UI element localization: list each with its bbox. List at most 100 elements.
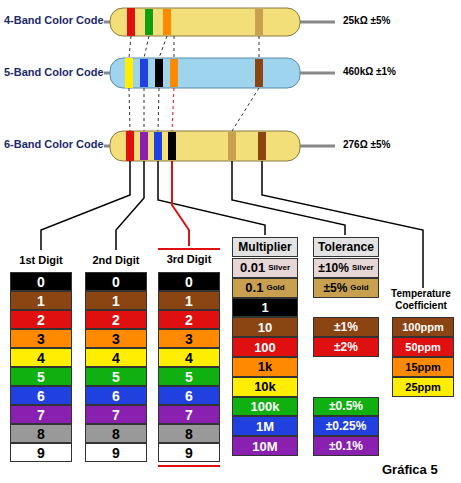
cell-value: Multiplier (238, 240, 291, 254)
column-header: 3rd Digit (158, 253, 220, 265)
color-cell: ±10%Silver (313, 258, 379, 278)
cell-value: 1 (112, 293, 120, 309)
cell-value: 2 (37, 312, 45, 328)
color-cell: 8 (10, 424, 72, 443)
color-cell: ±5%Gold (313, 278, 379, 298)
color-cell: 25ppm (392, 377, 454, 397)
color-cell: 7 (85, 405, 147, 424)
cell-value: 7 (112, 407, 120, 423)
cell-value: 2 (112, 312, 120, 328)
cell-note: Silver (352, 263, 374, 272)
cell-value: 9 (112, 445, 120, 461)
color-cell: 10k (232, 377, 298, 397)
cell-value: 0 (37, 274, 45, 290)
cell-value: 10M (252, 439, 277, 454)
cell-value: 1 (261, 300, 268, 315)
cell-note: Silver (268, 263, 290, 272)
cell-value: 0.01 (240, 260, 265, 275)
cell-value: 0 (112, 274, 120, 290)
cell-value: 100ppm (402, 321, 444, 333)
cell-value: 15ppm (405, 361, 440, 373)
color-cell: 1 (232, 298, 298, 318)
cell-value: 7 (37, 407, 45, 423)
cell-value: ±10% (318, 261, 349, 275)
cell-value: 2 (185, 312, 193, 328)
cell-value: 9 (37, 445, 45, 461)
color-cell: 7 (158, 405, 220, 424)
column-header: 1st Digit (10, 254, 72, 266)
resistor-title: 6-Band Color Code (4, 138, 104, 150)
color-cell: 3 (85, 329, 147, 348)
dashed-guides (129, 36, 259, 131)
cell-value: 5 (37, 369, 45, 385)
color-cell: 9 (10, 443, 72, 462)
color-cell: 10M (232, 436, 298, 456)
color-cell: 50ppm (392, 337, 454, 357)
cell-value: 1k (258, 359, 272, 374)
cell-value: 4 (112, 350, 120, 366)
color-cell: 10 (232, 317, 298, 337)
color-cell: 5 (158, 367, 220, 386)
color-cell: 0.01Silver (232, 258, 298, 278)
color-cell: 2 (85, 310, 147, 329)
color-cell: ±1% (313, 317, 379, 337)
resistor-leads (104, 22, 335, 146)
color-cell: 100k (232, 397, 298, 417)
resistor-title: 4-Band Color Code (4, 14, 104, 26)
color-cell: 1 (10, 291, 72, 310)
resistor-value: 25kΩ ±5% (343, 15, 390, 26)
color-cell: 3 (10, 329, 72, 348)
color-cell: 9 (158, 443, 220, 462)
cell-value: 5 (112, 369, 120, 385)
cell-value: 0 (185, 274, 193, 290)
resistor-value: 460kΩ ±1% (343, 66, 396, 77)
cell-value: ±0.1% (329, 439, 363, 453)
cell-value: 7 (185, 407, 193, 423)
cell-value: 1M (256, 419, 274, 434)
cell-value: 8 (37, 426, 45, 442)
color-cell: ±0.5% (313, 397, 379, 417)
color-cell: 6 (85, 386, 147, 405)
column-header: 2nd Digit (85, 254, 147, 266)
color-cell: 100 (232, 337, 298, 357)
cell-note: Gold (266, 283, 284, 292)
color-cell: 3 (158, 329, 220, 348)
color-cell: ±2% (313, 337, 379, 357)
color-cell: 6 (158, 386, 220, 405)
cell-value: ±1% (334, 320, 358, 334)
cell-value: Tolerance (318, 240, 374, 254)
color-cell: 4 (158, 348, 220, 367)
color-cell: 1 (85, 291, 147, 310)
leader-lines (41, 161, 423, 466)
color-cell: 15ppm (392, 357, 454, 377)
resistor-value: 276Ω ±5% (343, 139, 390, 150)
color-bands (125, 8, 266, 161)
cell-value: ±5% (323, 281, 347, 295)
color-cell: 100ppm (392, 317, 454, 337)
color-cell: 0 (158, 272, 220, 291)
color-cell: ±0.25% (313, 416, 379, 436)
color-cell: 1M (232, 416, 298, 436)
color-cell: Multiplier (232, 237, 298, 257)
cell-value: ±0.25% (326, 419, 367, 433)
color-cell: 2 (10, 310, 72, 329)
color-cell: 0.1Gold (232, 278, 298, 298)
cell-value: 9 (185, 445, 193, 461)
figure-number: Gráfica 5 (382, 462, 438, 477)
cell-value: 100 (254, 340, 276, 355)
color-cell: 0 (85, 272, 147, 291)
color-cell: 1 (158, 291, 220, 310)
color-cell: 8 (85, 424, 147, 443)
cell-value: ±0.5% (329, 399, 363, 413)
cell-value: 8 (185, 426, 193, 442)
cell-value: 10 (258, 320, 272, 335)
color-cell: 9 (85, 443, 147, 462)
color-cell: 5 (85, 367, 147, 386)
color-cell: 5 (10, 367, 72, 386)
color-cell: 4 (85, 348, 147, 367)
cell-value: 10k (254, 379, 276, 394)
resistor-bodies (110, 8, 300, 161)
color-cell: 4 (10, 348, 72, 367)
cell-value: 8 (112, 426, 120, 442)
cell-value: 4 (37, 350, 45, 366)
